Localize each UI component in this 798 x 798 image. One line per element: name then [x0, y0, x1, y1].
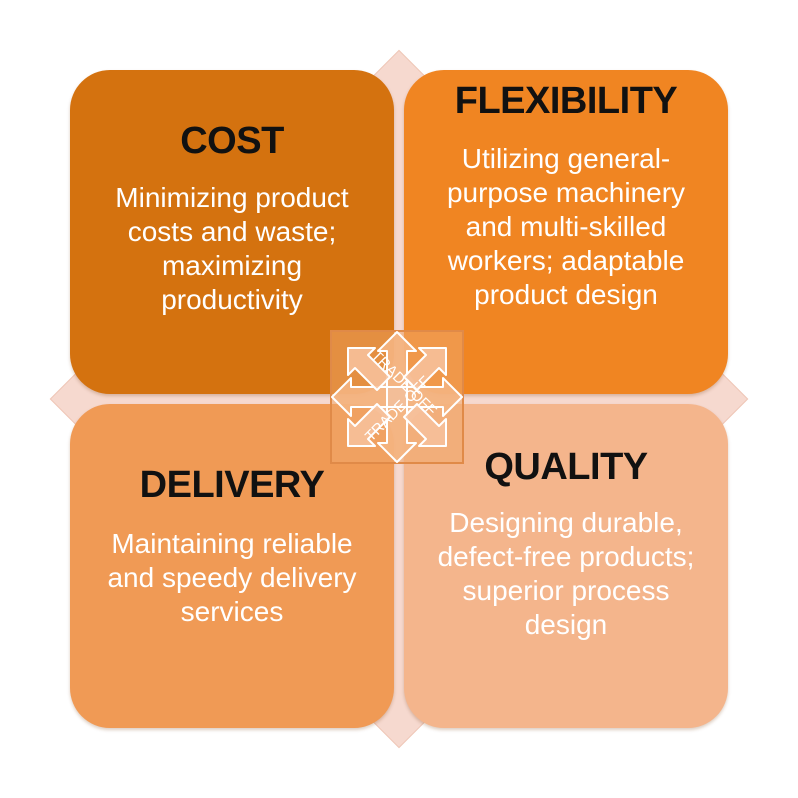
- cost-title: COST: [180, 120, 284, 162]
- trade-off-center: TRADE OFF TRADE OFF: [330, 330, 464, 464]
- delivery-title: DELIVERY: [139, 464, 325, 506]
- cost-description: Minimizing product costs and waste; maxi…: [115, 182, 349, 315]
- four-way-arrows-icon: TRADE OFF TRADE OFF: [330, 330, 464, 464]
- cost-quadrant: COST Minimizing product costs and waste;…: [70, 70, 394, 394]
- flexibility-description: Utilizing general-purpose machinery and …: [446, 143, 686, 310]
- quality-description: Designing durable, defect-free products;…: [437, 507, 695, 640]
- delivery-description: Maintaining reliable and speedy delivery…: [107, 528, 357, 627]
- flexibility-quadrant: FLEXIBILITY Utilizing general-purpose ma…: [404, 70, 728, 394]
- flexibility-title: FLEXIBILITY: [454, 80, 678, 122]
- quality-title: QUALITY: [484, 446, 648, 488]
